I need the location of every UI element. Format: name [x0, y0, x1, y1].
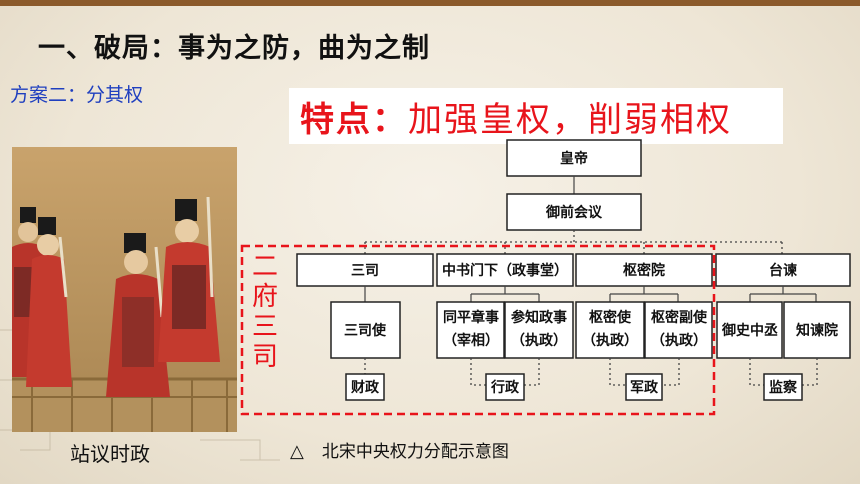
diagram-caption: △ 北宋中央权力分配示意图: [290, 437, 509, 462]
svg-text:三司: 三司: [351, 263, 379, 279]
erfu-sansi-label: 二府三司: [251, 252, 278, 372]
function-finance: 财政: [345, 373, 385, 401]
svg-text:台谏: 台谏: [769, 262, 797, 279]
official-sansishi: 三司使: [330, 301, 401, 359]
top-decorative-bar: [0, 0, 860, 6]
svg-text:（宰相）: （宰相）: [443, 332, 499, 349]
svg-text:（执政）: （执政）: [582, 332, 638, 349]
svg-text:中书门下（政事堂）: 中书门下（政事堂）: [442, 262, 568, 279]
function-military: 军政: [625, 373, 663, 401]
official-zhi-jianyuan: 知谏院: [783, 301, 851, 359]
svg-text:枢密院: 枢密院: [623, 262, 665, 279]
historical-painting: [12, 147, 237, 432]
svg-text:（执政）: （执政）: [511, 332, 567, 349]
department-zhongshu-menxia: 中书门下（政事堂）: [436, 253, 574, 287]
emperor-label: 皇帝: [560, 150, 588, 167]
feature-text: 加强皇权，削弱相权: [408, 100, 732, 140]
feature-statement: 特点：加强皇权，削弱相权: [300, 92, 732, 141]
svg-text:军政: 军政: [630, 379, 659, 396]
svg-text:枢密使: 枢密使: [589, 309, 632, 326]
slide-title: 一、破局：事为之防，曲为之制: [38, 33, 430, 64]
svg-text:枢密副使: 枢密副使: [651, 309, 708, 326]
official-yushi-zhongcheng: 御史中丞: [716, 301, 783, 359]
official-canzhi-zhengshi: 参知政事 （执政）: [504, 301, 574, 359]
council-label: 御前会议: [545, 204, 603, 221]
department-taijian: 台谏: [715, 253, 851, 287]
official-shumishi: 枢密使 （执政）: [575, 301, 645, 359]
svg-text:参知政事: 参知政事: [511, 309, 567, 326]
department-sansi: 三司: [296, 253, 434, 287]
svg-text:行政: 行政: [490, 379, 520, 396]
function-supervision: 监察: [763, 373, 803, 401]
svg-text:三司使: 三司使: [344, 322, 387, 339]
svg-text:财政: 财政: [350, 379, 380, 396]
svg-text:知谏院: 知谏院: [796, 322, 838, 339]
council-box: 御前会议: [506, 193, 642, 231]
feature-label: 特点：: [300, 100, 408, 140]
painting-caption: 站议时政: [70, 442, 150, 466]
feature-highlight-box: [289, 88, 783, 144]
diagram-caption-text: 北宋中央权力分配示意图: [321, 442, 509, 462]
svg-text:（执政）: （执政）: [651, 332, 707, 349]
function-administration: 行政: [485, 373, 525, 401]
svg-text:御史中丞: 御史中丞: [721, 322, 778, 339]
officials-painting-image: [12, 147, 237, 432]
emperor-box: 皇帝: [506, 139, 642, 177]
erfu-sansi-outline: [240, 244, 716, 416]
svg-text:监察: 监察: [769, 379, 798, 396]
plan-subtitle: 方案二：分其权: [10, 84, 144, 106]
official-shumi-fushi: 枢密副使 （执政）: [644, 301, 713, 359]
department-shumiyuan: 枢密院: [575, 253, 713, 287]
official-tong-pingzhangshi: 同平章事 （宰相）: [436, 301, 505, 359]
triangle-icon: △: [290, 441, 304, 462]
svg-text:同平章事: 同平章事: [443, 309, 499, 326]
